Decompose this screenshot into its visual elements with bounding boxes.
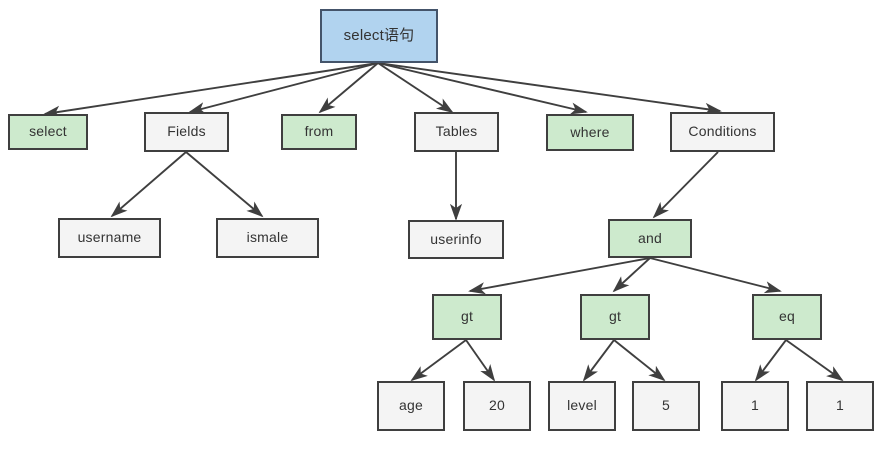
node-keyword-select[interactable]: select [8,114,88,150]
edge-gt2-to-five [613,339,666,382]
node-operator-and[interactable]: and [608,219,692,258]
node-field-username[interactable]: username [58,218,161,258]
edge-root-to-conditions [377,62,722,115]
node-tables[interactable]: Tables [414,112,499,152]
node-value-one-left[interactable]: 1 [721,381,789,431]
node-keyword-where[interactable]: where [546,114,634,151]
edge-and-to-gt1 [468,257,651,295]
node-value-twenty[interactable]: 20 [463,381,531,431]
edge-root-to-tables [377,62,454,114]
edge-root-to-fields [188,62,379,115]
node-value-one-right[interactable]: 1 [806,381,874,431]
node-operator-gt-level[interactable]: gt [580,294,650,340]
edge-gt2-to-level [582,339,615,382]
node-field-ismale[interactable]: ismale [216,218,319,258]
node-conditions[interactable]: Conditions [670,112,775,152]
edge-fields-to-ismale [185,151,264,218]
node-table-userinfo[interactable]: userinfo [408,220,504,259]
edge-root-to-from [318,62,379,114]
edge-eq1-to-one-left [754,339,787,382]
edge-and-to-eq1 [649,257,782,294]
node-operator-gt-age[interactable]: gt [432,294,502,340]
node-fields[interactable]: Fields [144,112,229,152]
node-value-five[interactable]: 5 [632,381,700,431]
edge-root-to-where [377,62,588,115]
edge-conditions-to-and [652,151,719,219]
node-keyword-from[interactable]: from [281,114,357,150]
node-operator-eq[interactable]: eq [752,294,822,340]
edge-fields-to-username [110,151,187,218]
edge-gt1-to-age [410,339,467,382]
edge-eq1-to-one-right [785,339,844,382]
edge-root-to-select [43,62,379,118]
edge-and-to-gt2 [612,257,651,293]
edge-gt1-to-twenty [465,339,496,382]
node-value-age[interactable]: age [377,381,445,431]
node-root-select-statement[interactable]: select语句 [320,9,438,63]
node-value-level[interactable]: level [548,381,616,431]
